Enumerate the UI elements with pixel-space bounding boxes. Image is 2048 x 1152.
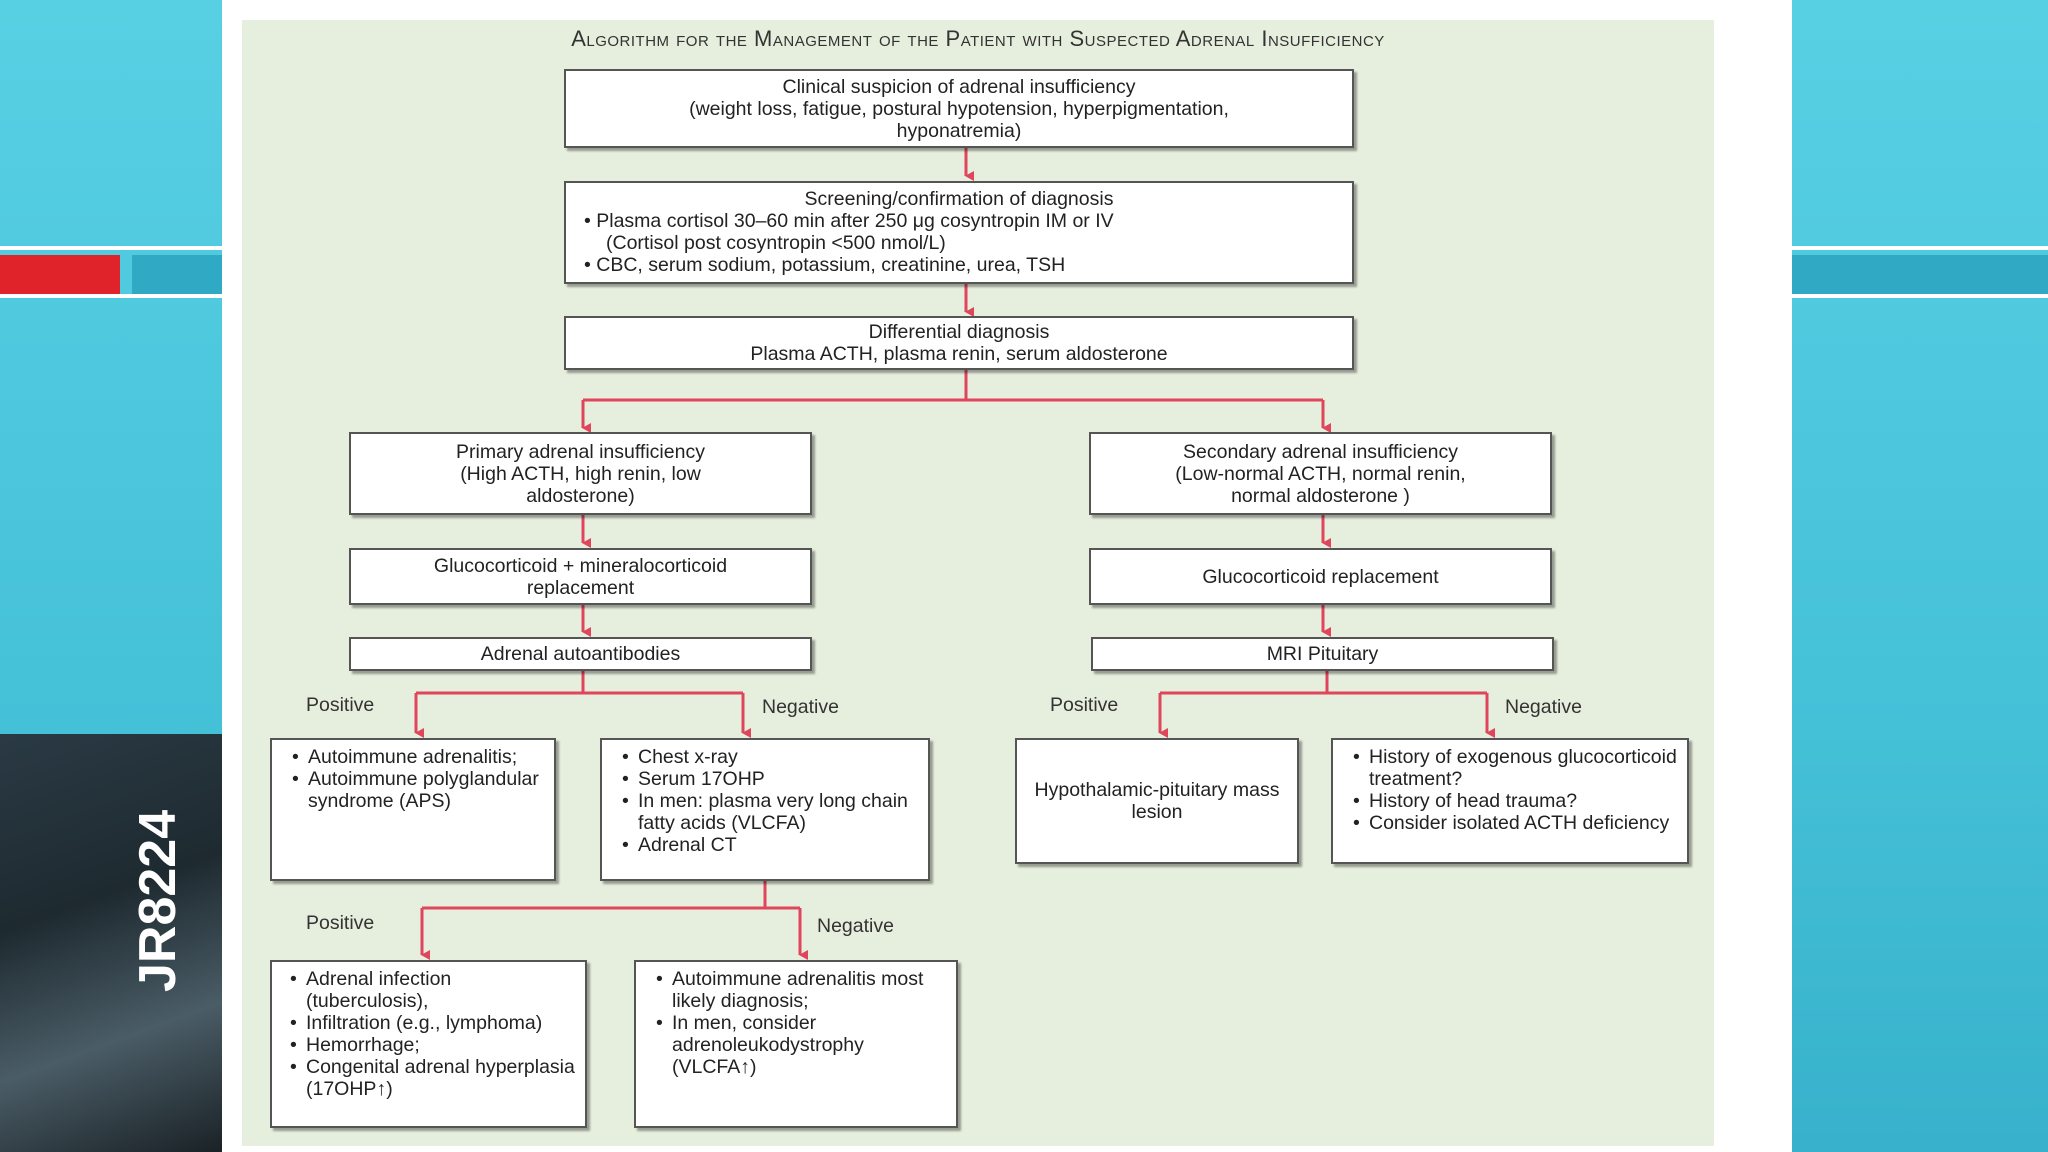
list-item: Autoimmune adrenalitis most likely diagn… [656,968,950,1012]
divider-line [1792,246,2048,250]
box-title: Screening/confirmation of diagnosis [804,188,1114,210]
positive-label: Positive [1050,694,1119,716]
bullet-text: Plasma cortisol 30–60 min after 250 μg c… [596,210,1114,232]
gluco-mineralo-replacement-box: Glucocorticoid + mineralocorticoid repla… [349,548,812,605]
glucocorticoid-replacement-box: Glucocorticoid replacement [1089,548,1552,605]
box-text: Adrenal autoantibodies [480,643,681,665]
list-item: Adrenal infection (tuberculosis), [290,968,579,1012]
positive-label: Positive [306,912,375,934]
autoantibody-negative-box: Chest x-ray Serum 17OHP In men: plasma v… [600,738,930,881]
right-photo-panel [1792,0,2048,1152]
screening-box: Screening/confirmation of diagnosis • Pl… [564,181,1354,284]
box-text: Glucocorticoid replacement [1202,565,1439,588]
mri-positive-box: Hypothalamic-pituitary mass lesion [1015,738,1299,864]
divider-line [1792,294,2048,298]
ct-negative-box: Autoimmune adrenalitis most likely diagn… [634,960,958,1128]
bullet-text: CBC, serum sodium, potassium, creatinine… [596,254,1066,276]
divider-line [0,294,222,298]
box-bullet: • Plasma cortisol 30–60 min after 250 μg… [584,210,1114,232]
box-text: Plasma ACTH, plasma renin, serum aldoste… [750,343,1168,365]
list-item: Consider isolated ACTH deficiency [1353,812,1681,834]
list-item: Autoimmune polyglandular syndrome (APS) [292,768,546,812]
result-list: Chest x-ray Serum 17OHP In men: plasma v… [620,746,920,856]
autoantibody-positive-box: Autoimmune adrenalitis; Autoimmune polyg… [270,738,556,881]
list-item: Chest x-ray [622,746,920,768]
differential-diagnosis-box: Differential diagnosis Plasma ACTH, plas… [564,316,1354,370]
adrenal-autoantibodies-box: Adrenal autoantibodies [349,637,812,671]
list-item: In men: plasma very long chain fatty aci… [622,790,920,834]
box-text: (High ACTH, high renin, low [460,462,701,485]
box-text: aldosterone) [526,484,635,507]
list-item: Hemorrhage; [290,1034,579,1056]
box-text: (weight loss, fatigue, postural hypotens… [689,97,1229,120]
figure-title: Algorithm for the Management of the Pati… [571,26,1385,51]
teal-accent-band [132,255,222,294]
result-list: Adrenal infection (tuberculosis), Infilt… [288,968,579,1100]
list-item: Autoimmune adrenalitis; [292,746,546,768]
teal-accent-band [1792,255,2048,294]
list-item: History of exogenous glucocorticoid trea… [1353,746,1681,790]
list-item: History of head trauma? [1353,790,1681,812]
negative-label: Negative [762,696,839,718]
box-text: (Cortisol post cosyntropin <500 nmol/L) [606,232,946,254]
result-list: Autoimmune adrenalitis; Autoimmune polyg… [290,746,546,812]
box-text: hyponatremia) [896,119,1022,142]
mri-pituitary-box: MRI Pituitary [1091,637,1554,671]
box-text: (Low-normal ACTH, normal renin, [1175,462,1466,485]
positive-label: Positive [306,694,375,716]
negative-label: Negative [817,915,894,937]
box-text: replacement [526,576,635,599]
box-title: Primary adrenal insufficiency [456,440,705,463]
box-text: MRI Pituitary [1266,643,1379,665]
box-text: Hypothalamic-pituitary mass lesion [1034,779,1280,823]
ct-positive-box: Adrenal infection (tuberculosis), Infilt… [270,960,587,1128]
box-title: Clinical suspicion of adrenal insufficie… [782,75,1136,98]
box-bullet: • CBC, serum sodium, potassium, creatini… [584,254,1066,276]
primary-insufficiency-box: Primary adrenal insufficiency (High ACTH… [349,432,812,515]
list-item: Congenital adrenal hyperplasia (17OHP↑) [290,1056,579,1100]
list-item: Serum 17OHP [622,768,920,790]
box-title: Differential diagnosis [868,321,1050,343]
red-accent-band [0,255,120,294]
mri-negative-box: History of exogenous glucocorticoid trea… [1331,738,1689,864]
box-title: Secondary adrenal insufficiency [1183,440,1458,463]
negative-label: Negative [1505,696,1582,718]
clinical-suspicion-box: Clinical suspicion of adrenal insufficie… [564,69,1354,148]
result-list: History of exogenous glucocorticoid trea… [1351,746,1681,834]
list-item: Adrenal CT [622,834,920,856]
list-item: Infiltration (e.g., lymphoma) [290,1012,579,1034]
divider-line [0,246,222,250]
result-list: Autoimmune adrenalitis most likely diagn… [654,968,950,1078]
list-item: In men, consider adrenoleukodystrophy (V… [656,1012,950,1078]
secondary-insufficiency-box: Secondary adrenal insufficiency (Low-nor… [1089,432,1552,515]
box-text: normal aldosterone ) [1231,484,1410,507]
vial-photo [0,734,222,1152]
box-text: Glucocorticoid + mineralocorticoid [433,554,728,577]
